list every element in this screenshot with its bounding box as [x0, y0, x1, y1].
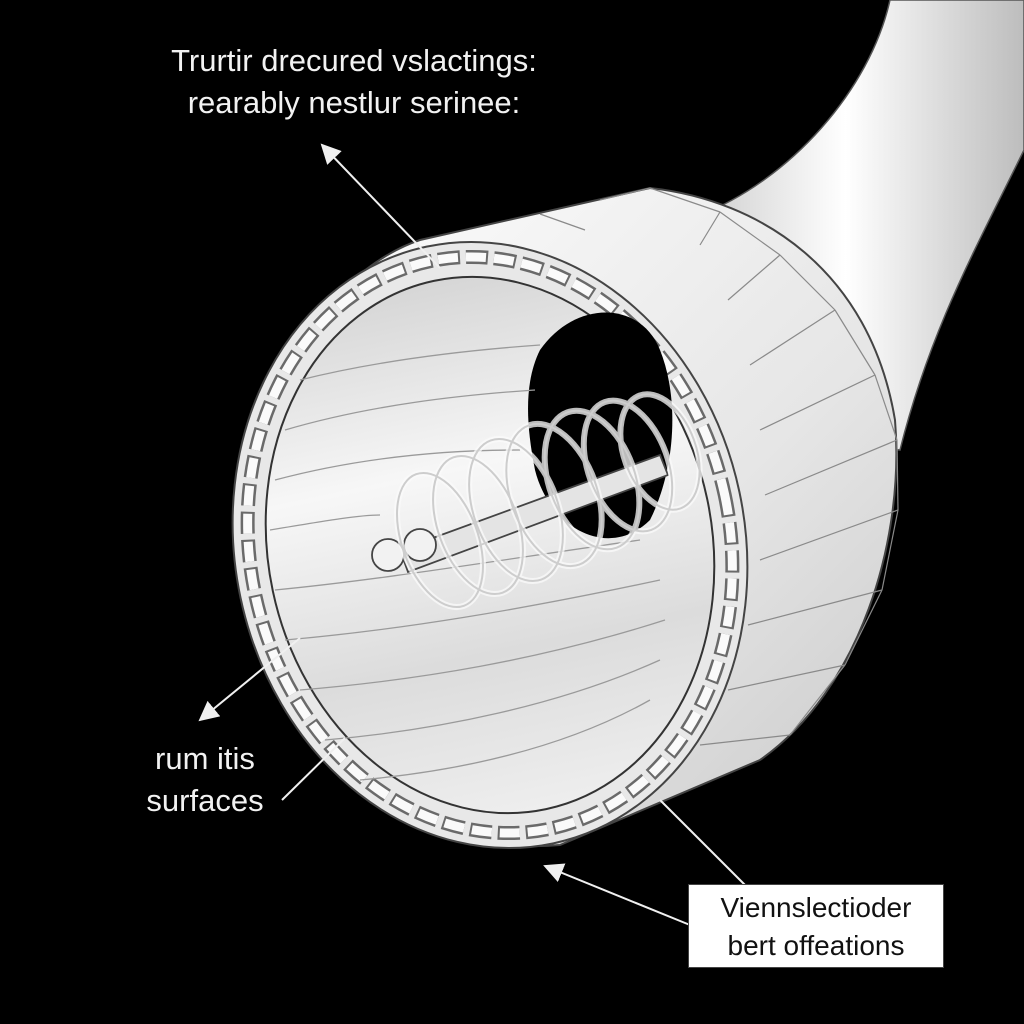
outer-facet-lines — [539, 187, 899, 746]
callout-top-line1: Trurtir drecured vslactings: — [171, 43, 537, 78]
arrow-box-callout — [543, 863, 691, 926]
callout-box-label: Viennslectioder bert offeations — [688, 884, 944, 968]
callout-top-line2: rearably nestlur serinee: — [187, 85, 521, 120]
callout-top-label: Trurtir drecured vslactings: rearably ne… — [124, 40, 584, 124]
callout-box-line1: Viennslectioder — [720, 892, 912, 923]
callout-left-line1: rum itis — [155, 741, 255, 776]
leader-left-surface — [281, 737, 346, 801]
callout-box-line2: bert offeations — [727, 930, 905, 961]
callout-left-line2: surfaces — [146, 783, 264, 818]
callout-left-label: rum itis surfaces — [130, 738, 280, 822]
arrow-top-callout — [320, 143, 441, 269]
inner-surface-striations — [269, 344, 666, 781]
leader-box-callout — [659, 799, 746, 886]
arrow-left-callout — [198, 637, 301, 722]
